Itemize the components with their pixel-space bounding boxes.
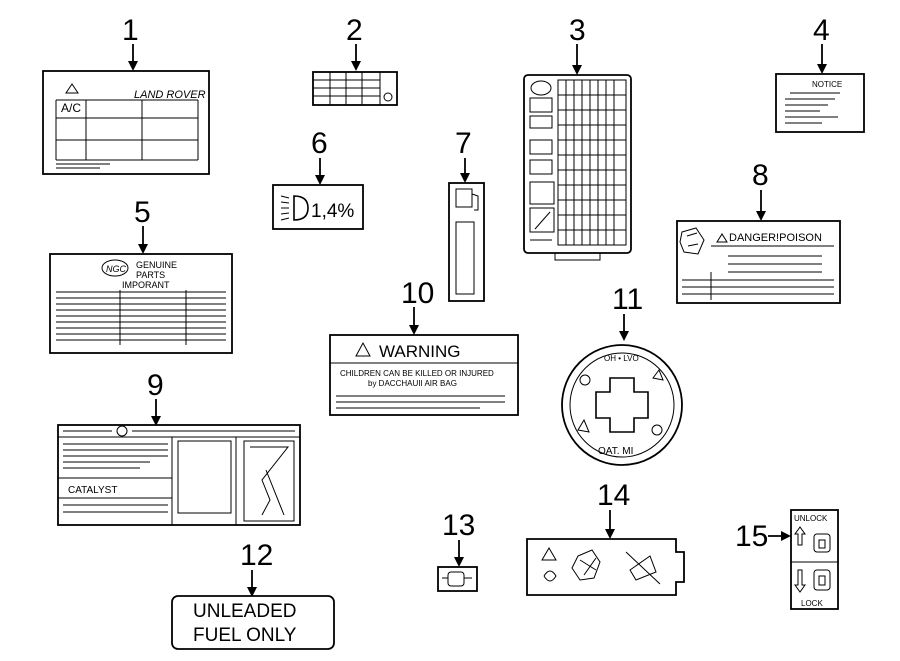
label-10-airbag-warning: 10 WARNING CHILDREN CAN BE KILLED OR INJ… [329,277,519,416]
l11-bottom: OAT. MI [598,446,633,457]
label-15-lock-unlock: 15 UNLOCK LOCK [735,509,839,610]
l6-value: 1,4% [311,201,354,222]
l1-brand: LAND ROVER [134,89,206,101]
l1-ac: A/C [61,101,81,115]
callout-15: 15 [735,520,768,553]
l11-top: OH • LVO [604,354,639,363]
callout-3: 3 [569,14,586,47]
label-13-small-tag: 13 [437,509,478,592]
callout-5: 5 [134,196,151,229]
l12-line2: FUEL ONLY [193,625,297,646]
callout-4: 4 [813,14,830,47]
callout-2: 2 [346,14,363,47]
l5-line1: GENUINE [136,260,177,270]
l15-unlock: UNLOCK [794,514,828,523]
l5-line3: IMPORANT [122,280,170,290]
callout-11: 11 [612,283,643,316]
callout-7: 7 [455,127,472,160]
l15-lock: LOCK [801,599,823,608]
l10-line1: CHILDREN CAN BE KILLED OR INJURED [340,369,494,378]
callout-13: 13 [442,509,475,542]
label-12-unleaded-fuel: 12 UNLEADED FUEL ONLY [171,539,335,650]
l10-line2: by DACCHAUII AIR BAG [368,379,457,388]
callout-10: 10 [401,277,434,310]
l5-logo: NGC [106,264,127,274]
callout-9: 9 [147,369,164,402]
callout-6: 6 [311,127,328,160]
callout-1: 1 [122,14,139,47]
label-11-round-fuel-cap: 11 OH • LVO OAT. MI [561,283,683,466]
label-7-fuel-strip: 7 [448,127,485,302]
label-1-ac-land-rover: 1 LAND ROVER A/C [42,14,210,175]
l10-title: WARNING [379,342,461,361]
label-2-small-table: 2 [312,14,398,106]
l4-notice: NOTICE [812,80,842,89]
l12-line1: UNLEADED [193,601,296,622]
callout-8: 8 [752,159,769,192]
callout-12: 12 [240,539,273,572]
label-6-headlamp-aim: 6 1,4% [272,127,364,230]
label-8-danger-poison: 8 DANGER!POISON [676,159,841,304]
label-5-genuine-parts: 5 NGC GENUINE PARTS IMPORANT [49,196,233,354]
label-4-notice: 4 NOTICE [775,14,865,133]
l8-text: DANGER!POISON [729,232,822,244]
label-3-tire-chart: 3 [523,14,632,261]
l5-line2: PARTS [136,270,165,280]
l9-catalyst: CATALYST [68,485,117,496]
callout-14: 14 [597,479,630,512]
label-14-pictogram-strip: 14 [526,479,685,596]
label-9-catalyst: 9 CATALYST [57,369,301,526]
